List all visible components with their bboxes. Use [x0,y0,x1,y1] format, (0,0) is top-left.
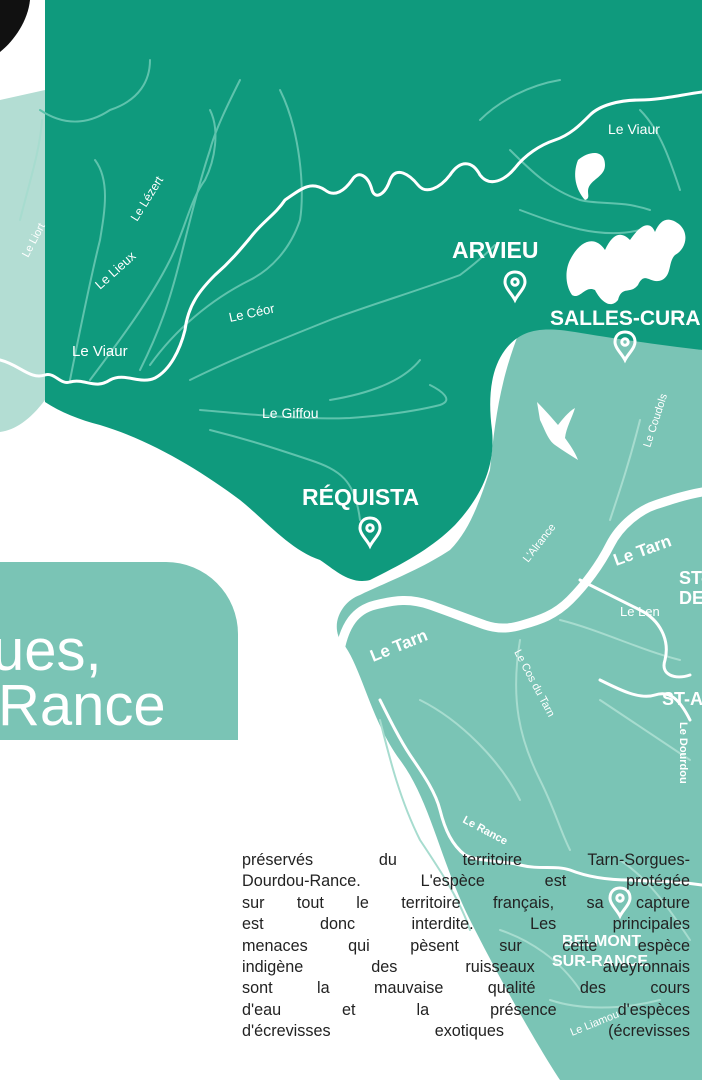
pale-region [0,90,45,432]
town-belmont-2: SUR-RANCE [552,953,648,970]
streams-south [19,119,691,1009]
body-line: menaces qui pèsent sur cette espèce [242,936,690,955]
town-belmont: BELMONT [562,933,641,950]
dark-region [45,0,702,581]
town-st-de-2: DE [679,588,702,608]
river-len: Le Len [620,604,660,619]
body-paragraph: préservés du territoire Tarn-Sorgues- Do… [242,850,690,1043]
town-st-de: ST- [679,568,702,588]
location-pin-icon [503,270,527,304]
body-line: sur tout le territoire français, sa capt… [242,893,690,912]
river-dourdou: Le Dourdou [677,722,689,784]
river-viaur-ne: Le Viaur [608,121,660,137]
location-pin-icon [608,886,632,920]
title-line-2: Rance [0,673,166,738]
body-line: d'écrevisses exotiques (écrevisses [242,1022,690,1041]
location-pin-icon [613,330,637,364]
body-line: d'eau et la présence d'espèces [242,1000,690,1019]
body-line: est donc interdite. Les principales [242,915,690,934]
corner-shape [0,0,30,52]
body-line: préservés du territoire Tarn-Sorgues- [242,851,690,869]
location-pin-icon [358,516,382,550]
bird-silhouette [537,402,578,460]
lake-shapes [566,153,686,305]
body-line: Dourdou-Rance. L'espèce est protégée [242,872,690,891]
body-line: sont la mauvaise qualité des cours [242,979,690,998]
title-line-1: ues, [0,618,102,683]
title-box: ues, Rance [0,562,238,740]
town-salles-curan: SALLES-CURA [550,307,701,330]
river-giffou: Le Giffou [262,405,319,421]
streams-north [39,59,681,521]
town-arvieu: ARVIEU [452,237,539,263]
town-requista: RÉQUISTA [302,483,419,510]
main-rivers [0,90,702,887]
town-st-a: ST-A [662,689,702,709]
river-viaur-w: Le Viaur [72,343,128,360]
body-line: indigène des ruisseaux aveyronnais [242,958,690,977]
